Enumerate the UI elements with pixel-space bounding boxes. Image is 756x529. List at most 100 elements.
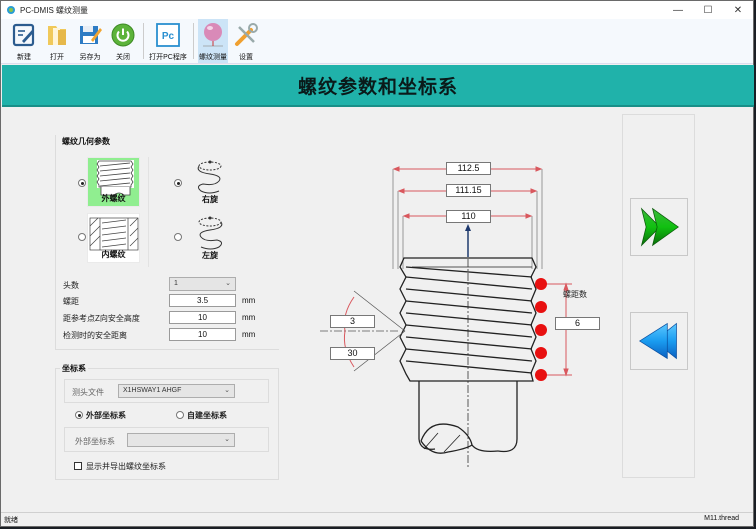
settings-label: 设置 xyxy=(239,54,253,61)
status-file-name: M11.thread xyxy=(704,515,739,522)
safe-height-input[interactable]: 10 xyxy=(169,311,236,324)
open-label: 打开 xyxy=(50,54,64,61)
safe-distance-unit: mm xyxy=(242,330,256,339)
external-coord-radio[interactable] xyxy=(75,411,83,419)
external-thread-option[interactable]: 外螺纹 xyxy=(87,157,140,207)
chevron-down-icon: ⌄ xyxy=(225,280,231,287)
title-bar: PC-DMIS 螺纹测量 — ☐ ✕ xyxy=(1,1,753,19)
probe-point xyxy=(535,324,547,336)
left-hand-label: 左旋 xyxy=(202,251,218,260)
save-as-label: 另存为 xyxy=(79,54,101,61)
tools-icon xyxy=(235,23,258,46)
right-helix-image xyxy=(197,160,222,194)
probe-point xyxy=(535,301,547,313)
probe-file-label: 测头文件 xyxy=(72,388,104,397)
shank xyxy=(418,381,518,454)
window-title: PC-DMIS 螺纹测量 xyxy=(20,5,88,15)
internal-thread-image xyxy=(89,217,139,251)
toolbar-separator xyxy=(143,23,144,59)
open-pc-program-label: 打开PC程序 xyxy=(149,54,187,61)
export-coord-label: 显示并导出螺纹坐标系 xyxy=(86,462,166,471)
safe-distance-input[interactable]: 10 xyxy=(169,328,236,341)
major-diameter-box[interactable]: 112.5 xyxy=(446,162,491,175)
svg-text:Pc: Pc xyxy=(162,31,175,42)
settings-button[interactable]: 设置 xyxy=(231,19,261,63)
save-as-button[interactable]: 另存为 xyxy=(75,19,105,63)
points-count-label: 螺距数 xyxy=(563,290,587,299)
nav-panel xyxy=(622,114,695,478)
external-thread-label: 外螺纹 xyxy=(101,194,126,203)
angle-bottom-box[interactable]: 30 xyxy=(330,347,375,360)
probe-point xyxy=(535,369,547,381)
external-coord-label: 外部坐标系 xyxy=(86,411,126,420)
starts-value: 1 xyxy=(174,280,178,287)
geometry-group-title: 螺纹几何参数 xyxy=(60,136,112,147)
minimize-button[interactable]: — xyxy=(673,4,683,16)
probe-point xyxy=(535,347,547,359)
toolbar-separator xyxy=(193,23,194,59)
page-banner: 螺纹参数和坐标系 xyxy=(2,65,754,107)
external-thread-radio[interactable] xyxy=(78,179,86,187)
internal-thread-option[interactable]: 内螺纹 xyxy=(87,213,140,263)
app-logo-icon xyxy=(7,6,15,14)
maximize-button[interactable]: ☐ xyxy=(703,4,713,16)
pc-program-icon: Pc xyxy=(156,23,180,47)
close-file-button[interactable]: 关闭 xyxy=(108,19,138,63)
probe-ball-icon xyxy=(203,23,223,47)
left-hand-option[interactable]: 左旋 xyxy=(185,213,235,263)
power-icon xyxy=(111,23,135,47)
coordinate-group-title: 坐标系 xyxy=(60,363,88,374)
right-hand-option[interactable]: 右旋 xyxy=(185,157,235,207)
z-arrow xyxy=(465,224,471,257)
starts-select[interactable]: 1 ⌄ xyxy=(169,277,236,291)
folder-icon xyxy=(48,26,66,45)
thread-diagram xyxy=(320,166,572,469)
minor-diameter-box[interactable]: 110 xyxy=(446,210,491,223)
thread-body xyxy=(399,257,537,382)
custom-coord-radio[interactable] xyxy=(176,411,184,419)
pitch-label: 螺距 xyxy=(63,297,79,306)
internal-thread-radio[interactable] xyxy=(78,233,86,241)
open-pc-program-button[interactable]: Pc 打开PC程序 xyxy=(148,19,188,63)
custom-coord-label: 自建坐标系 xyxy=(187,411,227,420)
thread-measure-button[interactable]: 螺纹测量 xyxy=(198,19,228,63)
flank-angle-lines xyxy=(320,290,406,372)
pitch-unit: mm xyxy=(242,296,256,305)
next-button[interactable] xyxy=(630,198,688,256)
points-count-box[interactable]: 6 xyxy=(555,317,600,330)
probe-points xyxy=(535,278,547,381)
probe-file-select[interactable]: X1HSWAY1 AHGF ⌄ xyxy=(118,384,235,398)
coordinate-group xyxy=(55,368,279,480)
geometry-bottom-divider xyxy=(55,349,279,350)
external-coord-select[interactable]: ⌄ xyxy=(127,433,235,447)
content-area: 螺纹几何参数 外螺纹 xyxy=(2,109,754,513)
external-thread-image xyxy=(96,160,134,196)
safe-height-unit: mm xyxy=(242,313,256,322)
thread-measure-label: 螺纹测量 xyxy=(199,54,227,61)
next-icon xyxy=(640,207,679,247)
save-as-icon xyxy=(80,26,102,44)
export-coord-checkbox[interactable] xyxy=(74,462,82,470)
pitch-diameter-box[interactable]: 111.15 xyxy=(446,184,491,197)
left-hand-radio[interactable] xyxy=(174,233,182,241)
angle-top-box[interactable]: 3 xyxy=(330,315,375,328)
close-button[interactable]: ✕ xyxy=(733,4,743,16)
pitch-input[interactable]: 3.5 xyxy=(169,294,236,307)
previous-button[interactable] xyxy=(630,312,688,370)
safe-height-label: 距参考点Z向安全高度 xyxy=(63,314,140,323)
safe-distance-label: 检测时的安全距离 xyxy=(63,331,127,340)
geometry-group xyxy=(55,135,279,350)
chevron-down-icon: ⌄ xyxy=(224,436,230,443)
new-button[interactable]: 新建 xyxy=(9,19,39,63)
open-button[interactable]: 打开 xyxy=(42,19,72,63)
status-text: 就绪 xyxy=(4,517,18,524)
previous-icon xyxy=(638,322,677,360)
probe-point xyxy=(535,278,547,290)
new-doc-icon xyxy=(12,23,35,47)
external-coord-select-label: 外部坐标系 xyxy=(75,437,115,446)
handedness-divider xyxy=(148,157,149,267)
external-coord-subgroup xyxy=(64,427,269,452)
right-hand-radio[interactable] xyxy=(174,179,182,187)
close-file-label: 关闭 xyxy=(116,54,130,61)
